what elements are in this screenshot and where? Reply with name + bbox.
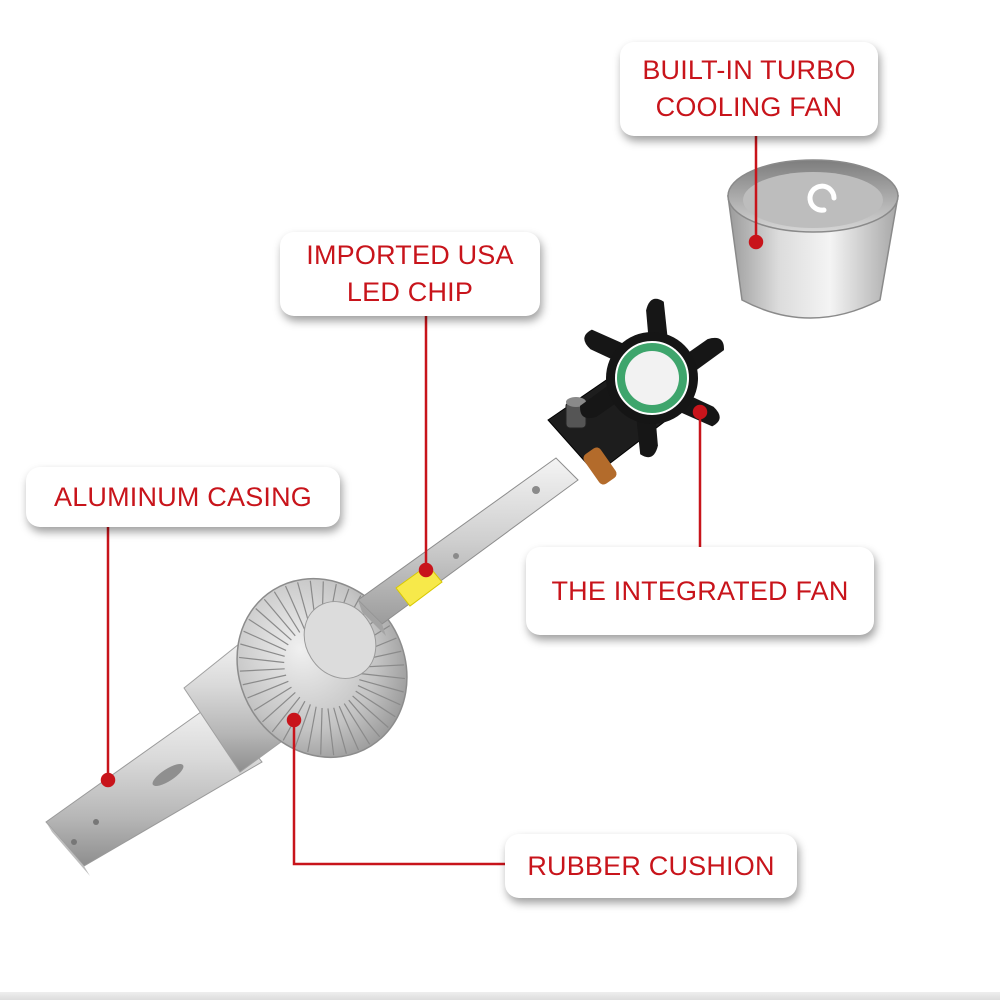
heatsink-fin bbox=[239, 656, 285, 664]
heatsink-fin bbox=[352, 695, 389, 728]
heatsink-fin bbox=[355, 690, 396, 718]
heatsink-fin bbox=[357, 685, 401, 706]
label-rubber-cushion: RUBBER CUSHION bbox=[505, 834, 797, 898]
heatsink-fin bbox=[338, 705, 360, 751]
heatsink-fin bbox=[243, 630, 287, 651]
label-turbo-cooling-fan-line2: COOLING FAN bbox=[655, 92, 843, 122]
leader-dot-led-chip bbox=[418, 562, 434, 578]
fan-cup-logo-icon bbox=[807, 183, 837, 213]
heatsink-fin bbox=[327, 708, 335, 756]
casing-slot bbox=[152, 763, 184, 787]
heatsink-fin bbox=[253, 686, 292, 711]
heatsink-fin bbox=[239, 668, 285, 672]
heatsink-fin bbox=[333, 707, 347, 754]
heatsink-fin bbox=[343, 703, 371, 745]
heatsink-fin bbox=[359, 672, 405, 680]
leader-dot-integrated-fan bbox=[692, 404, 708, 420]
inductor-coil bbox=[583, 447, 617, 485]
heatsink-fins bbox=[236, 577, 408, 759]
bulb-body bbox=[45, 577, 408, 876]
integrated-fan bbox=[580, 298, 724, 458]
label-turbo-cooling-fan: BUILT-IN TURBO COOLING FAN bbox=[620, 42, 878, 136]
label-integrated-fan: THE INTEGRATED FAN bbox=[526, 547, 874, 635]
heatsink-fin bbox=[255, 608, 292, 641]
heatsink-fin bbox=[242, 674, 287, 686]
label-led-chip-line1: IMPORTED USA bbox=[306, 240, 514, 270]
leader-dot-casing bbox=[100, 772, 116, 788]
label-aluminum-casing-line1: ALUMINUM CASING bbox=[53, 481, 313, 512]
heatsink-fin bbox=[359, 679, 404, 693]
heatsink-fin bbox=[247, 680, 289, 699]
heatsink-fin bbox=[320, 708, 323, 755]
heatsink-fin bbox=[307, 706, 317, 753]
label-led-chip: IMPORTED USA LED CHIP bbox=[280, 232, 540, 316]
heatsink-fin bbox=[294, 704, 311, 748]
label-aluminum-casing: ALUMINUM CASING bbox=[26, 467, 340, 527]
heatsink-fin bbox=[248, 618, 289, 646]
label-rubber-cushion-line1: RUBBER CUSHION bbox=[527, 850, 775, 881]
leader-dot-cushion bbox=[286, 712, 302, 728]
leader-cushion bbox=[292, 720, 505, 866]
heatsink-fin bbox=[271, 696, 301, 733]
turbo-cooling-fan-cup bbox=[727, 159, 899, 319]
label-integrated-fan-line1: THE INTEGRATED FAN bbox=[551, 575, 849, 606]
heatsink-fin bbox=[284, 585, 306, 631]
heatsink-fin bbox=[348, 699, 381, 738]
label-led-chip-line2: LED CHIP bbox=[346, 277, 474, 307]
heatsink-fin bbox=[273, 591, 301, 633]
bottom-edge-bar bbox=[0, 992, 1000, 1000]
label-turbo-cooling-fan-line1: BUILT-IN TURBO bbox=[642, 55, 856, 85]
casing-screw-hole bbox=[93, 819, 99, 825]
heatsink-fin bbox=[240, 643, 285, 657]
heatsink-fin bbox=[263, 598, 296, 637]
heatsink-fin bbox=[262, 691, 296, 723]
leader-dot-turbo-fan bbox=[748, 234, 764, 250]
